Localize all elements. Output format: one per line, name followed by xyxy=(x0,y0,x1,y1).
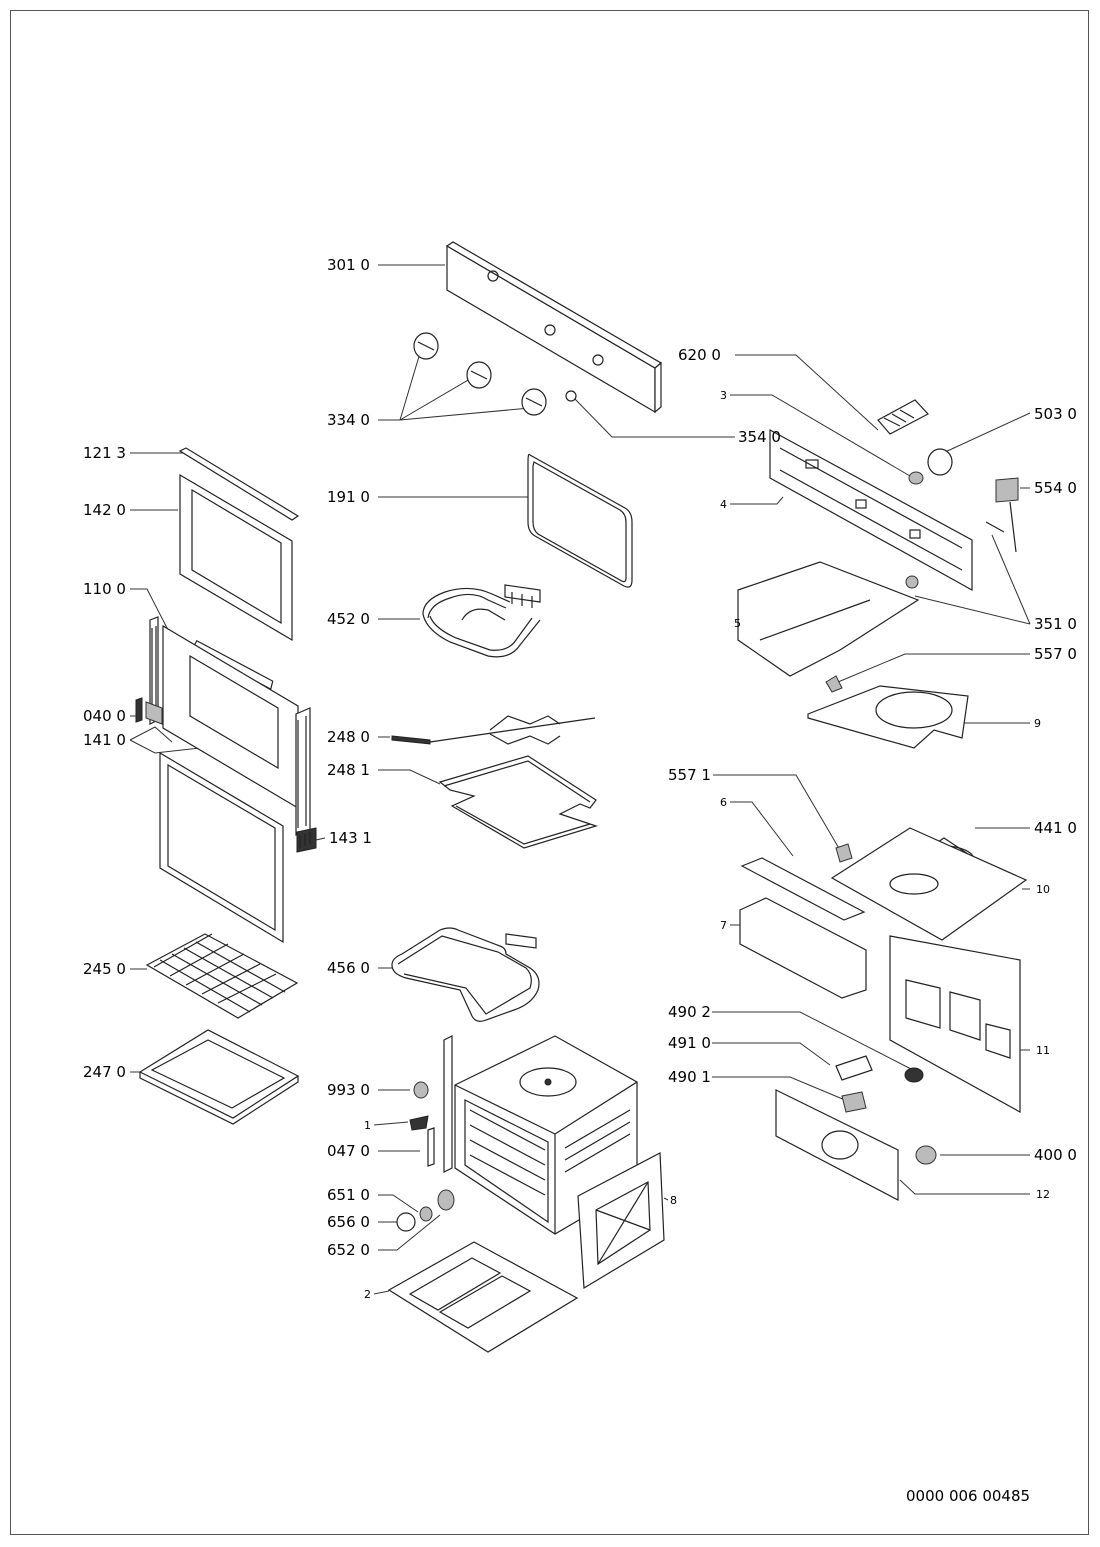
outer-door xyxy=(135,616,311,836)
callout-441-0: 441 0 xyxy=(1034,819,1077,837)
callout-301-0: 301 0 xyxy=(327,256,370,274)
grill-element xyxy=(422,584,541,658)
control-knobs xyxy=(413,332,577,416)
baking-tray xyxy=(138,1029,300,1125)
callout-557-1: 557 1 xyxy=(668,766,711,784)
callout-651-0: 651 0 xyxy=(327,1186,370,1204)
callout-248-1: 248 1 xyxy=(327,761,370,779)
callout-5: 5 xyxy=(734,617,741,630)
callout-7: 7 xyxy=(720,919,727,932)
leader-lines xyxy=(129,264,1031,1295)
callout-8: 8 xyxy=(670,1194,677,1207)
callout-557-0: 557 0 xyxy=(1034,645,1077,663)
callout-2: 2 xyxy=(364,1288,371,1301)
callout-490-1: 490 1 xyxy=(668,1068,711,1086)
callout-11: 11 xyxy=(1036,1044,1050,1057)
callout-248-0: 248 0 xyxy=(327,728,370,746)
callout-121-3: 121 3 xyxy=(83,444,126,462)
callout-354-0: 354 0 xyxy=(738,428,781,446)
callout-400-0: 400 0 xyxy=(1034,1146,1077,1164)
rotisserie-spit xyxy=(391,715,596,745)
callout-110-0: 110 0 xyxy=(83,580,126,598)
door-glass-assembly xyxy=(178,447,300,691)
door-seal xyxy=(527,453,633,588)
small-fittings xyxy=(396,1081,455,1232)
callout-10: 10 xyxy=(1036,883,1050,896)
callout-1: 1 xyxy=(364,1119,371,1132)
oven-cavity xyxy=(443,1035,638,1235)
right-side-components xyxy=(737,399,1028,1201)
callout-491-0: 491 0 xyxy=(668,1034,711,1052)
hinge-clip xyxy=(296,827,317,853)
callout-456-0: 456 0 xyxy=(327,959,370,977)
control-panel-fascia xyxy=(445,241,663,414)
callout-554-0: 554 0 xyxy=(1034,479,1077,497)
callout-490-2: 490 2 xyxy=(668,1003,711,1021)
callout-047-0: 047 0 xyxy=(327,1142,370,1160)
callout-141-0: 141 0 xyxy=(83,731,126,749)
callout-040-0: 040 0 xyxy=(83,707,126,725)
oven-bottom-plate xyxy=(387,1241,579,1353)
spit-frame xyxy=(438,755,598,849)
callout-620-0: 620 0 xyxy=(678,346,721,364)
drawing-frame xyxy=(10,10,1089,1535)
callout-4: 4 xyxy=(720,498,727,511)
inner-glass-panel xyxy=(159,751,284,944)
callout-6: 6 xyxy=(720,796,727,809)
callout-12: 12 xyxy=(1036,1188,1050,1201)
callout-351-0: 351 0 xyxy=(1034,615,1077,633)
callout-652-0: 652 0 xyxy=(327,1241,370,1259)
callout-245-0: 245 0 xyxy=(83,960,126,978)
wire-shelf xyxy=(145,933,299,1019)
callout-9: 9 xyxy=(1034,717,1041,730)
document-number: 0000 006 00485 xyxy=(906,1487,1031,1505)
oven-back-panel xyxy=(577,1152,665,1290)
callout-247-0: 247 0 xyxy=(83,1063,126,1081)
lower-heating-element xyxy=(391,927,540,1022)
callout-142-0: 142 0 xyxy=(83,501,126,519)
callout-143-1: 143 1 xyxy=(329,829,372,847)
callout-503-0: 503 0 xyxy=(1034,405,1077,423)
callout-3: 3 xyxy=(720,389,727,402)
callout-334-0: 334 0 xyxy=(327,411,370,429)
callout-452-0: 452 0 xyxy=(327,610,370,628)
callout-191-0: 191 0 xyxy=(327,488,370,506)
callout-656-0: 656 0 xyxy=(327,1213,370,1231)
callout-993-0: 993 0 xyxy=(327,1081,370,1099)
